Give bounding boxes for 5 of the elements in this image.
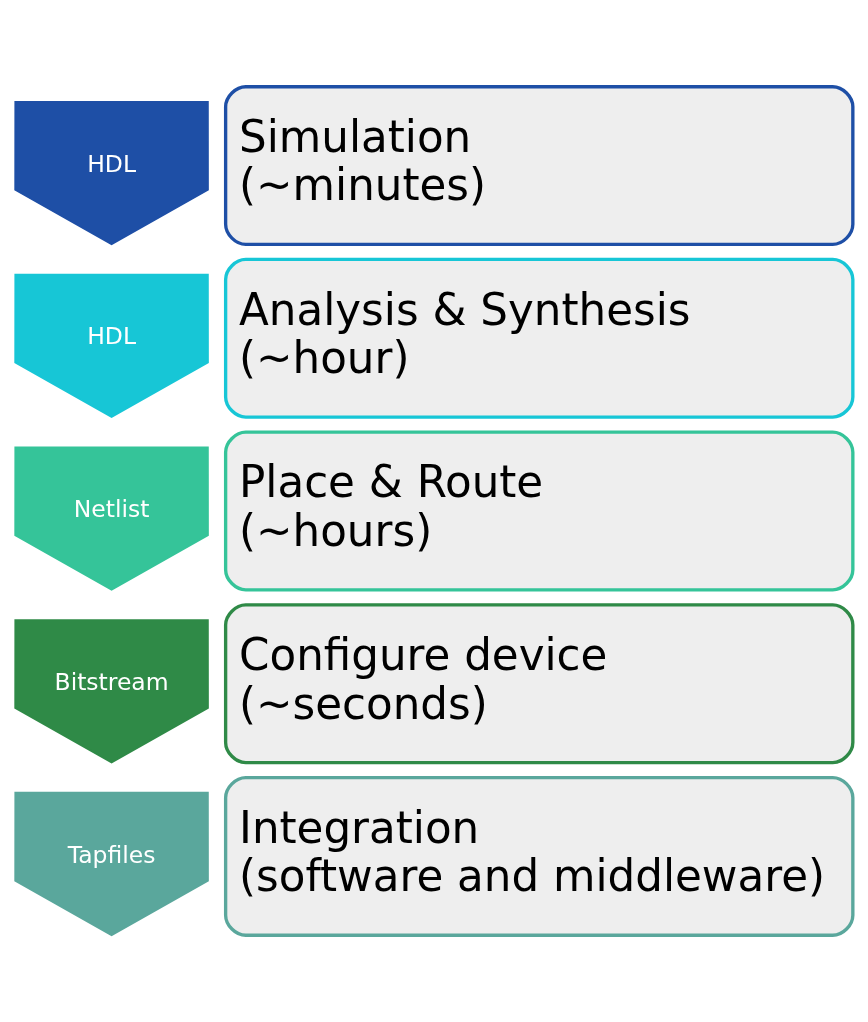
node-box: Place & Route (~hours) [223,430,855,592]
node-box: Simulation (~minutes) [223,85,855,247]
node-box: Integration (software and middleware) [223,775,855,937]
node-box: Configure device (~seconds) [223,603,855,765]
node-box: Analysis & Synthesis (~hour) [223,257,855,419]
